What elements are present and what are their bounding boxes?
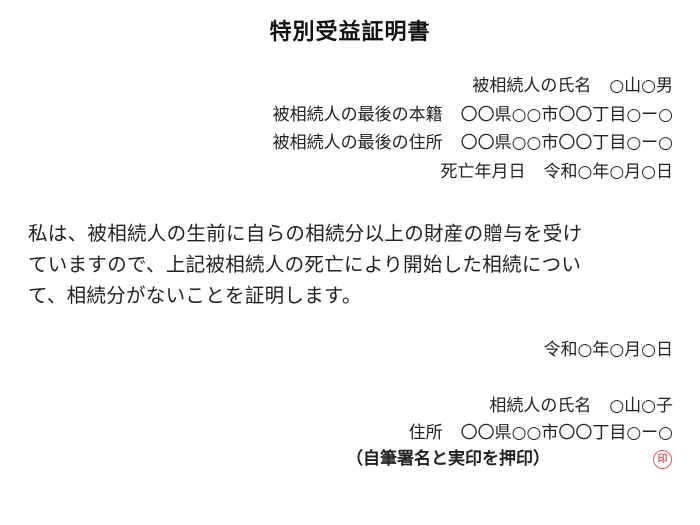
statement-line: て、相続分がないことを証明します。	[28, 284, 362, 307]
death-date-value: 令和○年○月○日	[543, 162, 673, 182]
statement-line: 私は、被相続人の生前に自らの相続分以上の財産の贈与を受け	[28, 222, 583, 245]
heir-address-label: 住所	[408, 423, 443, 443]
heir-name-line: 相続人の氏名 ○山○子	[489, 396, 673, 416]
statement-line: ていますので、上記被相続人の死亡により開始した相続につい	[28, 253, 582, 276]
death-date-line: 死亡年月日令和○年○月○日	[440, 162, 673, 182]
death-date-label: 死亡年月日	[440, 162, 526, 182]
decedent-name-value: ○山○男	[609, 76, 673, 96]
heir-name-label: 相続人の氏名	[489, 396, 592, 416]
certification-date: 令和○年○月○日	[543, 340, 673, 360]
certification-statement: 私は、被相続人の生前に自らの相続分以上の財産の贈与を受け ていますので、上記被相…	[28, 218, 678, 311]
seal-stamp-icon: 印	[653, 450, 672, 469]
decedent-domicile-label: 被相続人の最後の本籍	[272, 105, 443, 125]
decedent-address-line: 被相続人の最後の住所〇〇県○○市〇〇丁目○ー○	[273, 133, 673, 153]
decedent-address-label: 被相続人の最後の住所	[272, 133, 443, 153]
decedent-name-line: 被相続人の氏名 ○山○男	[472, 76, 673, 96]
heir-address-value: 〇〇県○○市〇〇丁目○ー○	[460, 423, 673, 443]
heir-address-line: 住所〇〇県○○市〇〇丁目○ー○	[409, 423, 673, 443]
decedent-domicile-value: 〇〇県○○市〇〇丁目○ー○	[460, 105, 673, 125]
document-title: 特別受益証明書	[269, 20, 431, 45]
heir-name-value: ○山○子	[609, 396, 673, 416]
signature-note: （自筆署名と実印を押印）	[346, 449, 550, 469]
decedent-domicile-line: 被相続人の最後の本籍〇〇県○○市〇〇丁目○ー○	[273, 105, 673, 125]
decedent-address-value: 〇〇県○○市〇〇丁目○ー○	[460, 133, 673, 153]
decedent-name-label: 被相続人の氏名	[472, 76, 592, 96]
